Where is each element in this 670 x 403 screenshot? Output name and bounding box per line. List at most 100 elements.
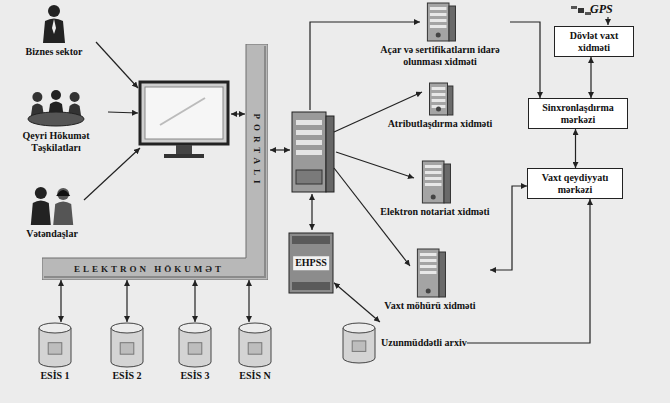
process-box: Dövlət vaxt xidməti	[554, 26, 634, 57]
cylinder-body	[39, 328, 71, 367]
server-slot	[432, 93, 446, 96]
db-node: ESİS 1	[30, 322, 80, 382]
server-side	[448, 86, 453, 115]
cylinder-top	[111, 323, 143, 333]
person-head	[48, 5, 60, 17]
actor-arrow	[84, 148, 140, 200]
node-label: Sinxronlaşdırma mərkəzi	[534, 102, 622, 125]
node-icon	[365, 160, 505, 204]
group-icon	[28, 90, 84, 126]
server-node: Elektron notariat xidməti	[365, 160, 505, 218]
server-body	[422, 161, 444, 203]
server-tower: EHPSS	[288, 232, 334, 294]
node-icon	[170, 322, 220, 368]
node-label: Uzunmüddətli arxiv	[381, 337, 467, 349]
server-button	[426, 289, 431, 294]
cylinder-top	[343, 323, 375, 333]
db-icon	[179, 323, 211, 367]
actor-arrow	[108, 112, 138, 113]
portal-link	[231, 113, 245, 114]
db-node: Uzunmüddətli arxiv	[342, 322, 467, 364]
server-body	[292, 112, 326, 192]
screen-glare	[160, 98, 205, 125]
db-node: ESİS 3	[170, 322, 220, 382]
diagram-part	[84, 17, 608, 266]
node-icon	[102, 322, 152, 368]
server-button	[436, 107, 441, 112]
node-label: Elektron notariat xidməti	[365, 206, 505, 218]
connector	[126, 280, 127, 322]
connector	[194, 280, 195, 322]
server-slot	[296, 130, 322, 135]
server-slot	[296, 150, 322, 155]
server-slot	[420, 253, 437, 256]
satellite-icon	[571, 6, 591, 15]
band-title: PORTALI	[252, 113, 262, 188]
cylinder-body	[179, 328, 211, 367]
person-head	[51, 90, 61, 100]
service-link	[336, 152, 414, 178]
node-icon	[4, 90, 108, 128]
node-label: Qeyri Hökumət Təşkilatları	[4, 130, 108, 153]
server-panel	[296, 170, 322, 184]
db-icon	[343, 323, 375, 363]
server-body	[430, 83, 448, 115]
connector	[334, 283, 380, 322]
node-label: Atributlaşdırma xidməti	[375, 118, 505, 130]
node-label: Vaxt qeydiyyatı mərkəzi	[533, 172, 617, 195]
couple-node: Vətəndaşlar	[10, 186, 94, 240]
person-head	[32, 92, 42, 102]
band-shape	[42, 44, 268, 280]
monitor-frame	[140, 82, 228, 144]
server-slot	[430, 13, 447, 16]
server-slot	[432, 87, 446, 90]
person-node: Biznes sektor	[8, 4, 100, 58]
node-label: Vətəndaşlar	[10, 228, 94, 240]
connector	[248, 280, 249, 322]
hair	[56, 190, 70, 196]
server-side	[439, 252, 445, 297]
cylinder-mark	[48, 343, 62, 355]
server-slot	[425, 171, 442, 174]
node-icon	[8, 4, 100, 44]
server-link	[270, 149, 290, 150]
node-label: ESİS 2	[102, 370, 152, 382]
monitor-screen	[145, 87, 223, 139]
server-link	[311, 194, 312, 230]
server-slot	[432, 99, 446, 102]
db-node: ESİS N	[230, 322, 280, 382]
server-button	[431, 195, 436, 200]
cylinder-mark	[248, 343, 262, 355]
band-outline	[42, 44, 268, 280]
server-node: Atributlaşdırma xidməti	[375, 82, 505, 130]
server-slot	[425, 177, 442, 180]
node-label: ESİS N	[230, 370, 280, 382]
server-slot	[430, 7, 447, 10]
server-slot	[420, 271, 437, 274]
connector	[467, 199, 590, 343]
server-slot	[420, 265, 437, 268]
server-side	[449, 6, 455, 41]
cylinder-body	[111, 328, 143, 367]
server-body	[427, 3, 449, 41]
node-label: Biznes sektor	[8, 46, 100, 58]
connector	[510, 22, 540, 98]
server-slot	[430, 25, 447, 28]
cylinder-top	[179, 323, 211, 333]
server-slot	[425, 183, 442, 186]
cylinder-mark	[120, 343, 134, 355]
db-icon	[39, 323, 71, 367]
node-icon	[375, 82, 505, 116]
server-node: Vaxt möhürü xidməti	[370, 248, 490, 312]
tie	[52, 19, 56, 34]
actor-arrow	[96, 42, 138, 88]
server-icon	[430, 83, 453, 115]
db-icon	[239, 323, 271, 367]
server-icon	[427, 3, 455, 41]
node-label: Dövlət vaxt xidməti	[560, 30, 628, 53]
cylinder-body	[239, 328, 271, 367]
connector	[60, 280, 61, 322]
